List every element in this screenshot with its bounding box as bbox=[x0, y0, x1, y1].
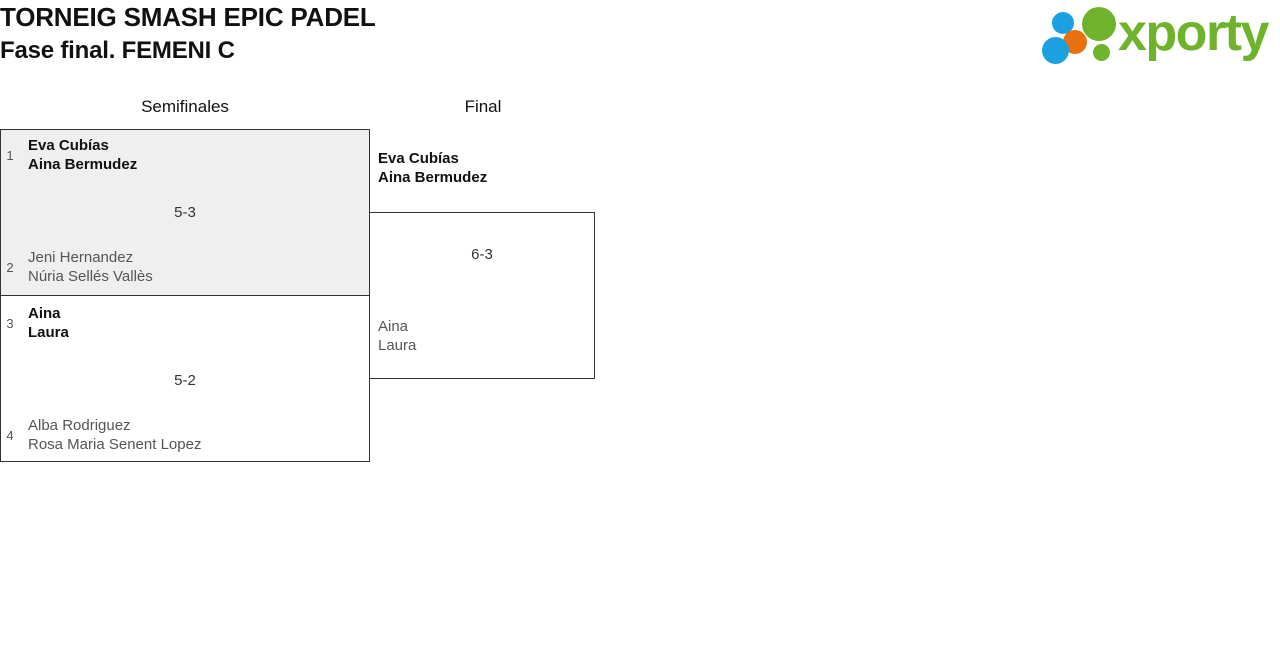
match-final-score: 6-3 bbox=[471, 246, 493, 263]
player-name: Aina Bermudez bbox=[28, 156, 138, 173]
page-header: TORNEIG SMASH EPIC PADEL Fase final. FEM… bbox=[0, 0, 1280, 80]
xporty-logo[interactable]: xporty bbox=[1040, 4, 1272, 64]
match-semifinal-2-team-2[interactable]: 4 Alba Rodriguez Rosa Maria Senent Lopez bbox=[2, 416, 362, 454]
player-name: Eva Cubías bbox=[28, 137, 109, 154]
player-name: Aina bbox=[378, 318, 409, 335]
logo-dot-green-large bbox=[1082, 7, 1116, 41]
match-box-final[interactable] bbox=[369, 212, 595, 379]
page-title: TORNEIG SMASH EPIC PADEL bbox=[0, 2, 376, 32]
seed-number: 1 bbox=[6, 147, 14, 163]
match-semifinal-1-team-2[interactable]: 2 Jeni Hernandez Núria Sellés Vallès bbox=[2, 248, 362, 286]
logo-dot-blue-top bbox=[1052, 12, 1074, 34]
team-names: Jeni Hernandez Núria Sellés Vallès bbox=[18, 248, 153, 286]
page-subtitle: Fase final. FEMENI C bbox=[0, 37, 235, 64]
team-names: Aina Laura bbox=[369, 317, 416, 355]
logo-wordmark: xporty bbox=[1118, 4, 1269, 62]
seed-number: 3 bbox=[6, 315, 14, 331]
match-semifinal-1-score: 5-3 bbox=[174, 204, 196, 221]
team-names: Eva Cubías Aina Bermudez bbox=[18, 136, 137, 174]
player-name: Rosa Maria Senent Lopez bbox=[28, 436, 202, 453]
player-name: Alba Rodriguez bbox=[28, 417, 131, 434]
match-box-semifinal-1[interactable] bbox=[0, 129, 370, 296]
player-name: Aina Bermudez bbox=[378, 169, 488, 186]
match-semifinal-2-team-1[interactable]: 3 Aina Laura bbox=[2, 304, 362, 342]
player-name: Núria Sellés Vallès bbox=[28, 268, 153, 285]
team-names: Aina Laura bbox=[18, 304, 69, 342]
player-name: Laura bbox=[28, 324, 69, 341]
logo-dot-blue-bottom bbox=[1042, 37, 1069, 64]
team-names: Alba Rodriguez Rosa Maria Senent Lopez bbox=[18, 416, 201, 454]
seed-number: 4 bbox=[6, 427, 14, 443]
player-name: Eva Cubías bbox=[378, 150, 459, 167]
player-name: Laura bbox=[378, 337, 417, 354]
team-names: Eva Cubías Aina Bermudez bbox=[369, 149, 487, 187]
match-semifinal-2-score: 5-2 bbox=[174, 372, 196, 389]
match-final-team-1[interactable]: Eva Cubías Aina Bermudez bbox=[369, 149, 589, 187]
round-header-final: Final bbox=[464, 97, 502, 116]
match-semifinal-1-team-1[interactable]: 1 Eva Cubías Aina Bermudez bbox=[2, 136, 362, 174]
match-box-semifinal-2[interactable] bbox=[0, 295, 370, 462]
match-final-team-2[interactable]: Aina Laura bbox=[369, 317, 589, 355]
player-name: Jeni Hernandez bbox=[28, 249, 134, 266]
seed-number: 2 bbox=[6, 259, 14, 275]
round-header-semifinales: Semifinales bbox=[141, 97, 229, 116]
player-name: Aina bbox=[28, 305, 61, 322]
logo-dot-green-small bbox=[1093, 44, 1110, 61]
